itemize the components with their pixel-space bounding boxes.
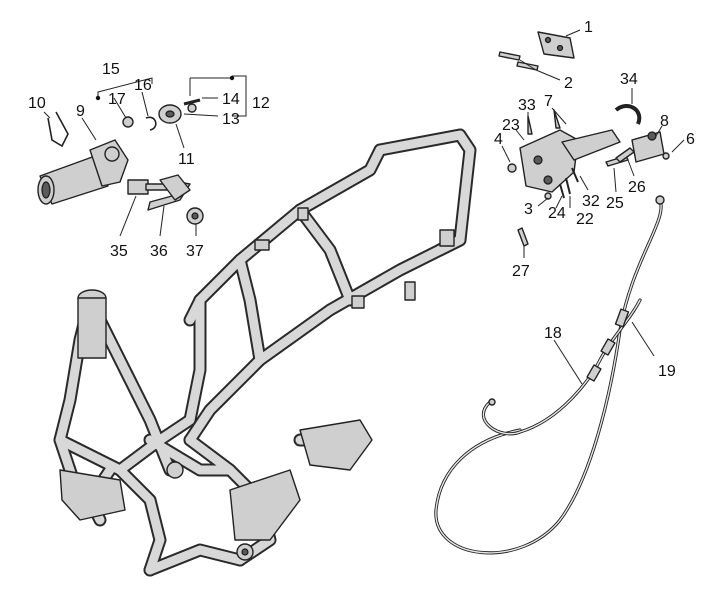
callout-16: 16 <box>134 77 152 94</box>
callout-24: 24 <box>548 205 566 222</box>
callout-10: 10 <box>28 95 46 112</box>
callout-14: 14 <box>222 91 240 108</box>
callout-1: 1 <box>584 19 593 36</box>
callout-25: 25 <box>606 195 624 212</box>
scooter-frame <box>53 128 477 577</box>
callout-33: 33 <box>518 97 536 114</box>
callout-4: 4 <box>494 131 503 148</box>
cable-guide-assembly <box>158 98 201 124</box>
callout-9: 9 <box>76 103 85 120</box>
leader-lines <box>43 29 685 385</box>
callout-3: 3 <box>524 201 533 218</box>
callout-18: 18 <box>544 325 562 342</box>
brake-cables <box>434 195 665 555</box>
callout-19: 19 <box>658 363 676 380</box>
callout-26: 26 <box>628 179 646 196</box>
callout-36: 36 <box>150 243 168 260</box>
callout-27: 27 <box>512 263 530 280</box>
callout-23: 23 <box>502 117 520 134</box>
callout-32: 32 <box>582 193 600 210</box>
rear-brake-bracket-assembly <box>498 31 670 247</box>
callout-17: 17 <box>108 91 126 108</box>
callout-6: 6 <box>686 131 695 148</box>
callout-2: 2 <box>564 75 573 92</box>
stand-bracket-assembly <box>127 174 204 225</box>
callout-8: 8 <box>660 113 669 130</box>
steering-lock-assembly <box>37 111 157 205</box>
callout-13: 13 <box>222 111 240 128</box>
callout-11: 11 <box>178 151 195 168</box>
callout-labels: 1 2 34 33 7 8 23 4 6 26 32 25 3 24 22 27… <box>28 19 695 380</box>
callout-7: 7 <box>544 93 553 110</box>
callout-12: 12 <box>252 95 270 112</box>
callout-35: 35 <box>110 243 128 260</box>
callout-37: 37 <box>186 243 204 260</box>
callout-22: 22 <box>576 211 594 228</box>
callout-34: 34 <box>620 71 638 88</box>
callout-15: 15 <box>102 61 120 78</box>
